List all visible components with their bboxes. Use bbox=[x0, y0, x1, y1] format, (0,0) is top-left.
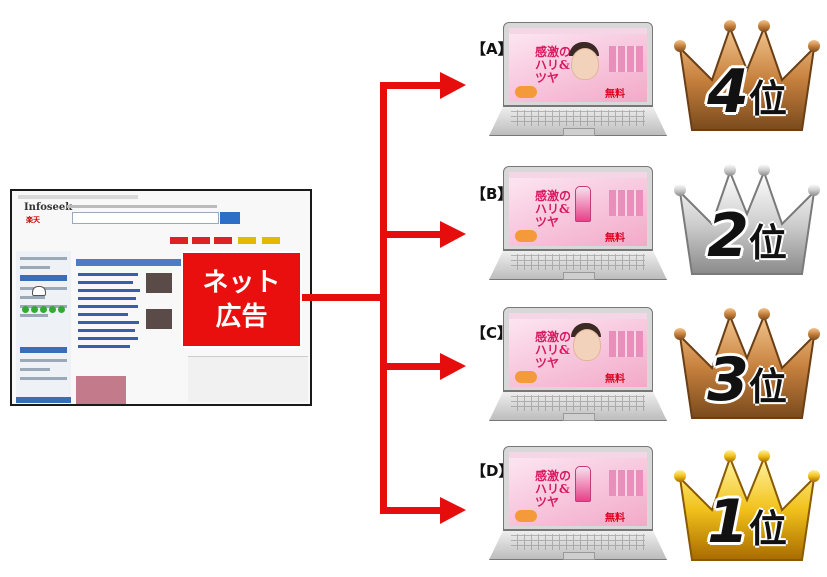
crown-c: 3位 bbox=[672, 306, 822, 428]
site-nav-links bbox=[67, 205, 217, 208]
site-search-box bbox=[72, 212, 219, 224]
arrow-branch-d bbox=[380, 507, 442, 514]
ad-creative-d: 感激のハリ&ツヤ 無料 bbox=[509, 452, 647, 526]
orange-graphic bbox=[515, 230, 537, 242]
ad-creative-b: 感激のハリ&ツヤ 無料 bbox=[509, 172, 647, 246]
laptop-keyboard bbox=[511, 395, 645, 411]
rank-a: 4位 bbox=[707, 57, 787, 127]
news-photo bbox=[146, 273, 172, 293]
variant-label-d: 【D】 bbox=[471, 462, 514, 480]
ad-creative-c: 感激のハリ&ツヤ 無料 bbox=[509, 313, 647, 387]
crown-a-icon bbox=[674, 20, 820, 131]
laptop-touchpad bbox=[563, 272, 595, 280]
arrow-branch-c bbox=[380, 363, 442, 370]
crown-b: 2位 bbox=[672, 162, 822, 284]
variant-label-b: 【B】 bbox=[471, 185, 513, 203]
crown-b-icon bbox=[674, 164, 820, 275]
crown-d-icon bbox=[674, 450, 820, 561]
rank-c: 3位 bbox=[707, 345, 787, 415]
site-logo-subtext: 楽天 bbox=[26, 216, 40, 224]
crown-a: 4位 bbox=[672, 18, 822, 140]
rank-b: 2位 bbox=[707, 201, 787, 271]
product-boxes bbox=[609, 190, 643, 216]
site-top-strip bbox=[18, 195, 138, 199]
arrow-trunk bbox=[380, 82, 387, 514]
laptop-touchpad bbox=[563, 413, 595, 421]
weather-icon bbox=[32, 286, 46, 296]
orange-graphic bbox=[515, 371, 537, 383]
free-badge: 無料 bbox=[605, 89, 625, 100]
product-boxes bbox=[609, 470, 643, 496]
ad-headline: 感激のハリ&ツヤ bbox=[535, 469, 572, 509]
crown-d: 1位 bbox=[672, 448, 822, 570]
free-badge: 無料 bbox=[605, 374, 625, 385]
site-right-column bbox=[188, 356, 308, 402]
laptop-c: 感激のハリ&ツヤ 無料 bbox=[487, 307, 670, 437]
orange-graphic bbox=[515, 86, 537, 98]
arrow-branch-b bbox=[380, 231, 442, 238]
variant-label-a: 【A】 bbox=[471, 40, 513, 58]
news-photo bbox=[146, 309, 172, 329]
arrow-stem bbox=[300, 294, 386, 301]
site-logo: Infoseek bbox=[24, 202, 73, 213]
model-face bbox=[573, 329, 601, 361]
product-boxes bbox=[609, 46, 643, 72]
ad-headline: 感激のハリ&ツヤ bbox=[535, 45, 572, 85]
arrow-head-c bbox=[440, 353, 466, 380]
variant-label-c: 【C】 bbox=[471, 324, 513, 342]
ad-headline: 感激のハリ&ツヤ bbox=[535, 330, 572, 370]
laptop-touchpad bbox=[563, 128, 595, 136]
crown-c-icon bbox=[674, 308, 820, 419]
laptop-keyboard bbox=[511, 534, 645, 550]
site-tab-bar bbox=[76, 259, 186, 266]
ad-creative-a: 感激のハリ&ツヤ 無料 bbox=[509, 28, 647, 102]
laptop-d: 感激のハリ&ツヤ 無料 bbox=[487, 446, 670, 576]
ad-label-line2: 広告 bbox=[215, 301, 268, 332]
laptop-a: 感激のハリ&ツヤ 無料 bbox=[487, 22, 670, 152]
site-bottom-bar bbox=[16, 397, 71, 403]
free-badge: 無料 bbox=[605, 513, 625, 524]
arrow-head-b bbox=[440, 221, 466, 248]
site-search-button bbox=[220, 212, 240, 224]
site-sidebar bbox=[16, 251, 71, 401]
free-badge: 無料 bbox=[605, 233, 625, 244]
net-ad-label: ネット 広告 bbox=[181, 251, 302, 348]
laptop-b: 感激のハリ&ツヤ 無料 bbox=[487, 166, 670, 296]
site-bottom-image bbox=[76, 376, 126, 404]
ad-headline: 感激のハリ&ツヤ bbox=[535, 189, 572, 229]
model-face bbox=[571, 48, 599, 80]
product-bottle bbox=[575, 186, 591, 222]
rank-d: 1位 bbox=[707, 487, 787, 557]
orange-graphic bbox=[515, 510, 537, 522]
product-boxes bbox=[609, 331, 643, 357]
laptop-touchpad bbox=[563, 552, 595, 560]
arrow-head-a bbox=[440, 72, 466, 99]
arrow-head-d bbox=[440, 497, 466, 524]
laptop-keyboard bbox=[511, 110, 645, 126]
ad-label-line1: ネット bbox=[202, 267, 281, 298]
laptop-keyboard bbox=[511, 254, 645, 270]
product-bottle bbox=[575, 466, 591, 502]
arrow-branch-a bbox=[380, 82, 442, 89]
